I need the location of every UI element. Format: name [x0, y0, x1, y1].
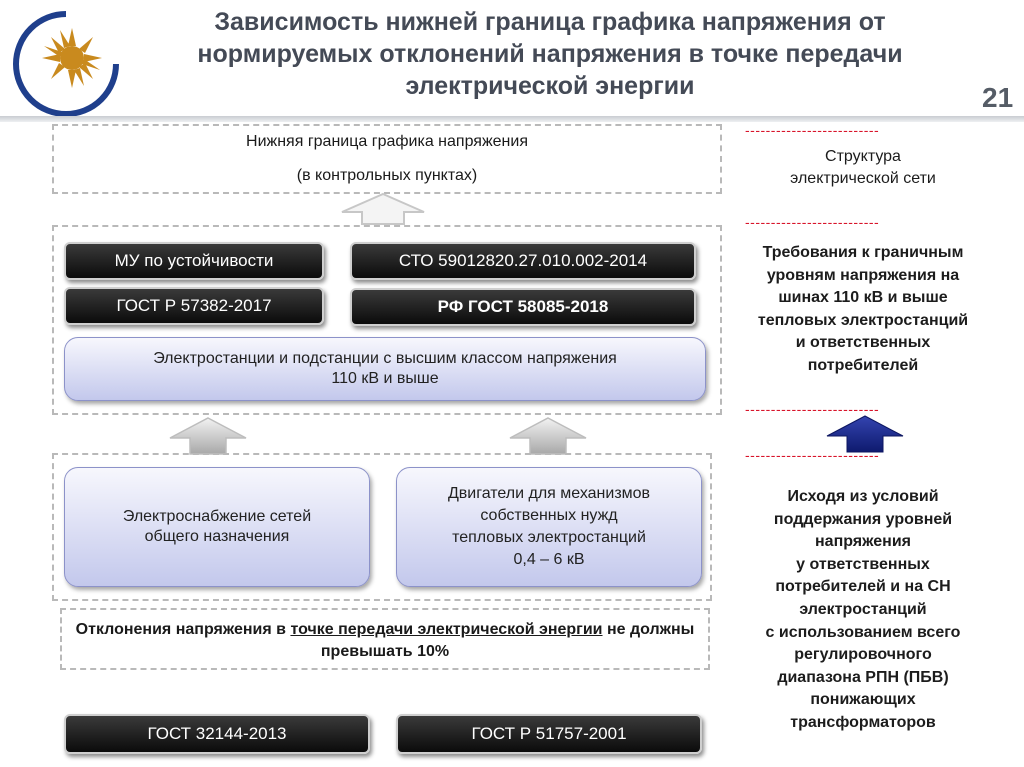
arrow-up-icon	[169, 417, 247, 455]
header-divider	[0, 116, 1024, 122]
deviation-suffix: не должны превышать 10%	[320, 621, 695, 660]
motors-block: Двигатели для механизмов собственных нуж…	[396, 467, 702, 587]
deviation-text: Отклонения напряжения в точке передачи э…	[60, 619, 710, 663]
rf-gost-58085-badge: РФ ГОСТ 58085-2018	[350, 288, 696, 326]
transfer-point-link: точке передачи электрической энергии	[290, 621, 603, 638]
voltage-limit-line1: Нижняя граница графика напряжения	[246, 133, 528, 150]
voltage-limit-box	[52, 124, 722, 194]
general-supply-block: Электроснабжение сетей общего назначения	[64, 467, 370, 587]
conditions-label: Исходя из условий поддержания уровней на…	[765, 488, 961, 731]
structure-label: Структура электрической сети	[790, 148, 936, 187]
page-title: Зависимость нижней граница графика напря…	[197, 8, 903, 100]
gost-57382-badge: ГОСТ Р 57382-2017	[64, 287, 324, 325]
sto-badge: СТО 59012820.27.010.002-2014	[350, 242, 696, 280]
deviation-prefix: Отклонения напряжения в	[75, 621, 291, 638]
gost-32144-badge: ГОСТ 32144-2013	[64, 714, 370, 754]
voltage-limit-line2: (в контрольных пунктах)	[296, 167, 478, 184]
standards-box	[52, 225, 722, 415]
arrow-up-icon	[341, 192, 425, 225]
slide-number: 21	[982, 82, 1014, 113]
separator-line: --------------------------	[745, 447, 880, 463]
requirements-label: Требования к граничным уровням напряжени…	[757, 244, 969, 374]
sun-logo-icon	[13, 11, 119, 117]
consumers-box	[52, 453, 712, 601]
mu-stability-badge: МУ по устойчивости	[64, 242, 324, 280]
separator-line: --------------------------	[745, 401, 880, 417]
deviation-box	[60, 608, 710, 670]
stations-block: Электростанции и подстанции с высшим кла…	[64, 337, 706, 401]
gost-51757-badge: ГОСТ Р 51757-2001	[396, 714, 702, 754]
separator-line: --------------------------	[745, 214, 880, 230]
separator-line: --------------------------	[745, 122, 880, 138]
arrow-up-icon	[509, 417, 587, 455]
arrow-up-icon	[826, 415, 904, 453]
